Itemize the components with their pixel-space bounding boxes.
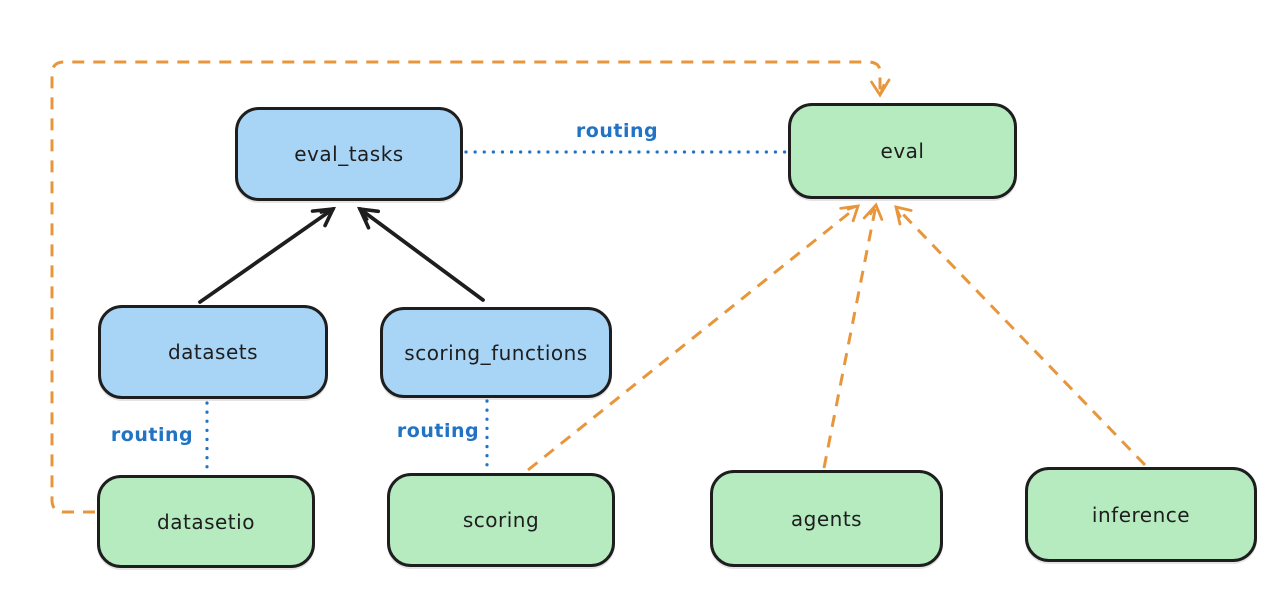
routing-label-scoring_functions-scoring: routing <box>396 420 480 442</box>
edge-datasets-to-eval_tasks <box>198 206 337 304</box>
node-scoring: scoring <box>387 473 615 567</box>
node-scoring_functions: scoring_functions <box>380 307 612 398</box>
node-eval_tasks-label: eval_tasks <box>294 142 404 166</box>
edge-scoring_functions-to-eval_tasks <box>357 206 485 302</box>
node-inference: inference <box>1025 467 1257 562</box>
node-datasetio-label: datasetio <box>157 509 255 534</box>
node-eval_tasks: eval_tasks <box>235 107 463 201</box>
node-scoring_functions-label: scoring_functions <box>404 340 588 365</box>
routing-label-datasets-datasetio: routing <box>110 424 194 446</box>
edge-agents-to-eval <box>822 202 884 469</box>
node-eval-label: eval <box>880 139 925 163</box>
node-datasetio: datasetio <box>97 475 315 568</box>
routing-label-eval_tasks-eval: routing <box>575 120 659 142</box>
node-datasets: datasets <box>98 305 328 399</box>
node-inference-label: inference <box>1091 502 1191 527</box>
edge-datasetio-to-eval <box>50 60 891 514</box>
node-agents-label: agents <box>790 506 863 531</box>
node-eval: eval <box>788 103 1017 199</box>
edge-inference-to-eval <box>894 205 1147 467</box>
node-agents: agents <box>710 470 943 567</box>
node-scoring-label: scoring <box>462 508 540 532</box>
node-datasets-label: datasets <box>167 340 259 364</box>
edge-scoring-to-eval <box>527 204 861 472</box>
